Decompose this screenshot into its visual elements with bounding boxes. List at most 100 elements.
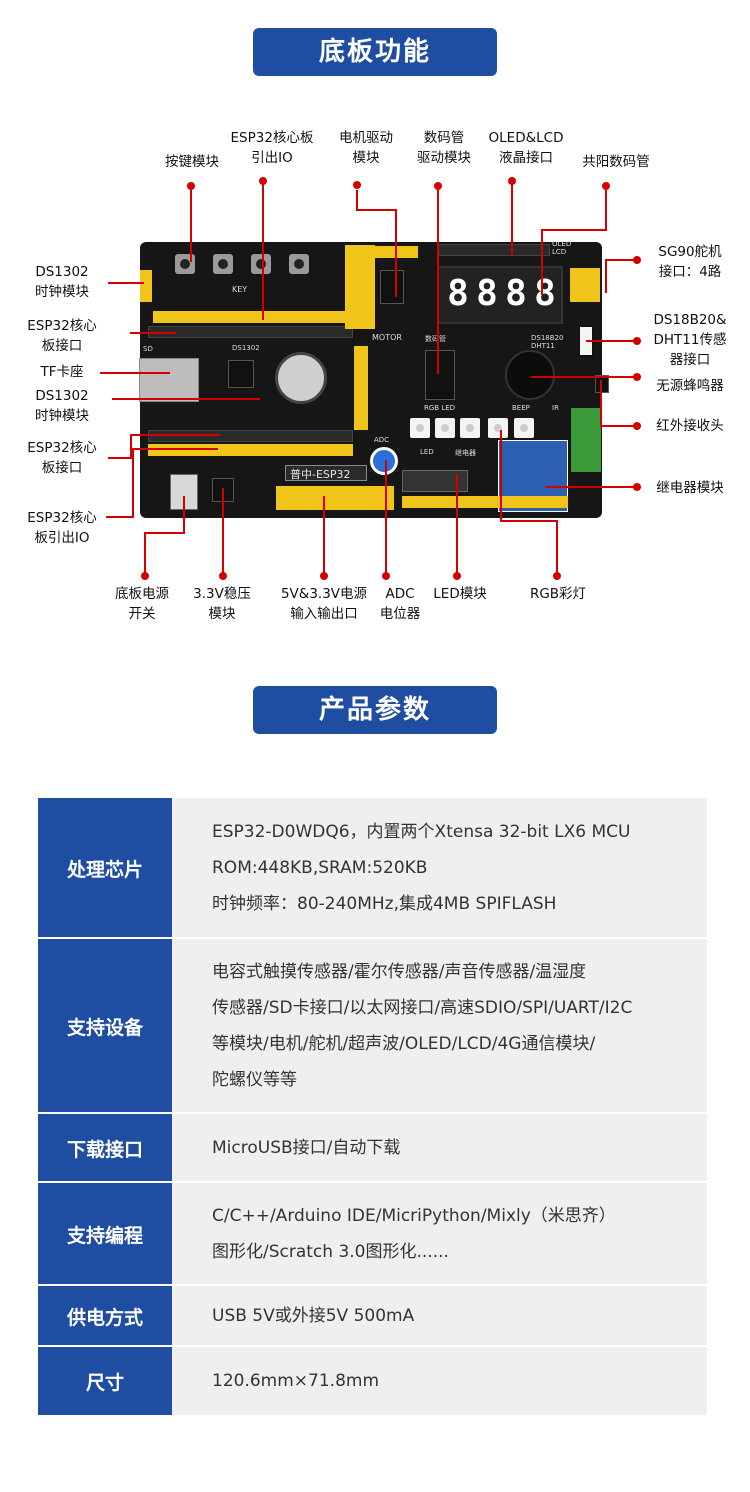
leader-dot — [508, 177, 516, 185]
spec-key: 尺寸 — [38, 1347, 172, 1415]
label-esp32-io-b: ESP32核心 板引出IO — [27, 510, 97, 546]
leader-esp32-io-b — [106, 516, 134, 518]
silk-ds18b20: DS18B20 DHT11 — [531, 334, 564, 350]
leader-buzzer — [531, 376, 635, 378]
leader-rgb — [500, 520, 558, 522]
rgb-led-4 — [488, 418, 508, 438]
leader-dot — [633, 256, 641, 264]
label-ir: 红外接收头 — [656, 418, 724, 434]
leader-dot — [633, 373, 641, 381]
buzzer — [505, 350, 555, 400]
silk-rgb-led: RGB LED — [424, 404, 456, 412]
spec-line: MicroUSB接口/自动下载 — [212, 1138, 401, 1158]
leader-power-switch — [183, 496, 185, 534]
section-title-params: 产品参数 — [253, 686, 497, 734]
leader-seg-driver — [437, 190, 439, 374]
leader-esp32-board-a — [130, 332, 176, 334]
sg90-header — [570, 268, 600, 302]
brand-plate — [285, 465, 367, 481]
row-divider — [38, 1181, 707, 1183]
label-power-switch: 底板电源 开关 — [115, 586, 169, 622]
leader-dot — [353, 181, 361, 189]
seg-digit-2: 8 — [476, 273, 498, 314]
spec-value: 电容式触摸传感器/霍尔传感器/声音传感器/温湿度 传感器/SD卡接口/以太网接口… — [172, 939, 707, 1113]
leader-power-io — [323, 496, 325, 574]
leader-dot — [633, 422, 641, 430]
leader-dot — [602, 182, 610, 190]
motor-header — [345, 245, 375, 329]
leader-esp32-board-b — [130, 434, 220, 436]
led-array — [402, 470, 468, 492]
rgb-led-1 — [410, 418, 430, 438]
label-regulator: 3.3V稳压 模块 — [193, 586, 251, 622]
leader-ir — [600, 425, 634, 427]
silk-seg: 数码管 — [425, 335, 446, 343]
silk-relay: 继电器 — [455, 449, 476, 457]
leader-power-switch — [144, 532, 146, 576]
spec-line: 传感器/SD卡接口/以太网接口/高速SDIO/SPI/UART/I2C — [212, 998, 633, 1018]
silk-key: KEY — [232, 285, 248, 294]
spec-key: 供电方式 — [38, 1286, 172, 1346]
label-ds1302-b: DS1302 时钟模块 — [35, 388, 89, 424]
spec-line: ROM:448KB,SRAM:520KB — [212, 858, 428, 878]
leader-esp32-io-b — [132, 448, 134, 518]
silk-oled: OLED LCD — [552, 240, 572, 256]
gpio-header-bottom — [402, 496, 568, 508]
spec-line: 120.6mm×71.8mm — [212, 1371, 380, 1391]
rgb-led-3 — [460, 418, 480, 438]
leader-tf — [100, 372, 170, 374]
spec-row-power: 供电方式 USB 5V或外接5V 500mA — [38, 1286, 707, 1346]
row-divider — [38, 1284, 707, 1286]
leader-ir — [600, 380, 602, 426]
leader-dot — [553, 572, 561, 580]
power-io-header — [276, 486, 394, 510]
label-ds1302-a: DS1302 时钟模块 — [35, 264, 89, 300]
spec-value: MicroUSB接口/自动下载 — [172, 1114, 707, 1182]
spec-line: 电容式触摸传感器/霍尔传感器/声音传感器/温湿度 — [212, 962, 587, 982]
label-power-io: 5V&3.3V电源 输入输出口 — [280, 586, 368, 622]
spec-row-size: 尺寸 120.6mm×71.8mm — [38, 1347, 707, 1415]
spec-value: ESP32-D0WDQ6，内置两个Xtensa 32-bit LX6 MCU R… — [172, 798, 707, 938]
label-sg90: SG90舵机 接口：4路 — [658, 244, 722, 280]
spec-key: 支持设备 — [38, 939, 172, 1113]
ir-receiver — [595, 375, 609, 393]
label-tf: TF卡座 — [40, 364, 84, 380]
spec-row-processor: 处理芯片 ESP32-D0WDQ6，内置两个Xtensa 32-bit LX6 … — [38, 798, 707, 938]
label-esp32-board-a: ESP32核心 板接口 — [27, 318, 97, 354]
row-divider — [38, 937, 707, 939]
seg-digit-1: 8 — [447, 273, 469, 314]
leader-esp32-io-b — [132, 448, 218, 450]
leader-common-anode — [605, 190, 607, 230]
spec-key: 下载接口 — [38, 1114, 172, 1182]
spec-line: ESP32-D0WDQ6，内置两个Xtensa 32-bit LX6 MCU — [212, 822, 631, 842]
leader-sg90 — [605, 259, 635, 261]
key-button-4 — [289, 254, 309, 274]
leader-rgb — [500, 430, 502, 522]
esp32-socket-bottom — [148, 430, 353, 442]
label-rgb: RGB彩灯 — [529, 586, 587, 602]
ds1302-chip — [228, 360, 254, 388]
spec-value: USB 5V或外接5V 500mA — [172, 1286, 707, 1346]
leader-led — [456, 474, 458, 574]
leader-regulator — [222, 488, 224, 574]
leader-common-anode — [541, 229, 543, 295]
leader-rgb — [556, 520, 558, 574]
key-button-1 — [175, 254, 195, 274]
leader-key — [190, 190, 192, 262]
spec-line: 时钟频率：80-240MHz,集成4MB SPIFLASH — [212, 894, 557, 914]
tf-card-socket — [139, 358, 199, 402]
leader-dot — [434, 182, 442, 190]
esp32-io-header-side — [354, 346, 368, 430]
silk-brand: 普中-ESP32 — [290, 468, 351, 481]
silk-led: LED — [420, 448, 434, 456]
oled-header — [438, 244, 550, 256]
adc-potentiometer — [370, 447, 398, 475]
spec-row-programming: 支持编程 C/C++/Arduino IDE/MicriPython/Mixly… — [38, 1183, 707, 1285]
silk-beep: BEEP — [512, 404, 530, 412]
spec-value: 120.6mm×71.8mm — [172, 1347, 707, 1415]
leader-relay — [546, 486, 634, 488]
leader-dot — [633, 483, 641, 491]
label-seg-driver: 数码管 驱动模块 — [417, 130, 471, 166]
leader-dot — [219, 572, 227, 580]
leader-dot — [633, 337, 641, 345]
